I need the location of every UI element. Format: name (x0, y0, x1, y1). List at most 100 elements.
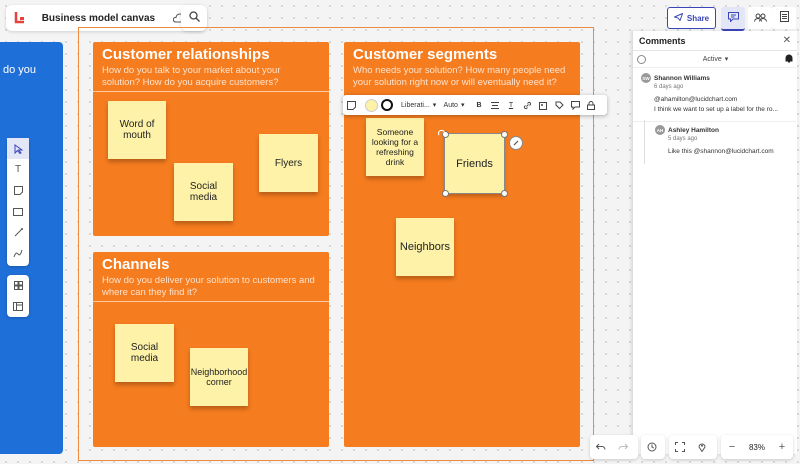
shape-toolbar: T (7, 138, 29, 266)
search-icon (188, 9, 200, 27)
add-comment-icon[interactable] (637, 54, 646, 64)
comment-author-row: SW Shannon Williams (641, 73, 710, 83)
avatar: AH (655, 125, 665, 135)
blue-panel-text: do you (3, 64, 37, 76)
font-size-value: Auto (443, 101, 458, 109)
collaborators-button[interactable] (748, 7, 772, 29)
comment-text: I think we want to set up a label for th… (654, 106, 778, 113)
undo-redo-bar (590, 435, 638, 459)
send-icon (672, 12, 684, 23)
font-family-value: Liberati... (401, 101, 430, 109)
section-title: Channels (102, 256, 170, 273)
undo-icon[interactable] (590, 435, 612, 459)
sticky-note-word-of-mouth[interactable]: Word of mouth (108, 101, 166, 159)
section-subtitle: How do you talk to your market about you… (102, 65, 281, 88)
document-icon (779, 9, 789, 27)
align-icon[interactable] (487, 95, 503, 115)
section-divider (93, 91, 329, 92)
section-subtitle: How do you deliver your solution to cust… (102, 275, 315, 298)
notes-panel-button[interactable] (772, 7, 796, 29)
zoom-in-icon[interactable]: + (778, 441, 786, 453)
line-color-swatch[interactable] (379, 95, 395, 115)
comment-icon (727, 9, 739, 27)
comment-icon[interactable] (567, 95, 583, 115)
document-title[interactable]: Business model canvas (41, 12, 156, 24)
comment-date: 6 days ago (654, 84, 684, 90)
zoom-out-icon[interactable]: − (728, 441, 736, 453)
template-icon[interactable] (7, 296, 29, 317)
fill-color-swatch[interactable] (363, 95, 379, 115)
share-label: Share (686, 13, 710, 23)
resize-handle[interactable] (501, 131, 508, 138)
view-controls-bar (669, 435, 717, 459)
section-subtitle: Who needs your solution? How many people… (353, 65, 566, 88)
section-title: Customer relationships (102, 46, 270, 63)
document-bar: Business model canvas (6, 5, 206, 31)
section-title: Customer segments (353, 46, 498, 63)
redo-icon[interactable] (612, 435, 634, 459)
close-icon[interactable]: ✕ (782, 35, 791, 46)
freehand-tool-icon[interactable] (7, 243, 29, 264)
comments-panel: Comments ✕ Active ▾ SW Shannon Williams … (632, 31, 797, 454)
add-image-icon[interactable] (535, 95, 551, 115)
fit-to-screen-icon[interactable] (669, 435, 691, 459)
comment-text: Like this @shannon@lucidchart.com (668, 148, 774, 155)
lucid-logo-icon[interactable] (12, 9, 28, 27)
chevron-down-icon: ▾ (432, 102, 437, 109)
sticky-note-social-media[interactable]: Social media (115, 324, 174, 382)
people-icon (753, 9, 767, 27)
zoom-level[interactable]: 83% (748, 442, 765, 452)
history-bar (641, 435, 665, 459)
avatar: SW (641, 73, 651, 83)
text-tool-icon[interactable]: T (14, 164, 22, 175)
comment-author: Shannon Williams (654, 74, 710, 82)
rectangle-tool-icon[interactable] (7, 201, 29, 222)
sticky-note-neighbors[interactable]: Neighbors (396, 218, 454, 276)
zoom-bar: − 83% + (721, 435, 793, 459)
search-button[interactable] (181, 5, 207, 31)
location-pin-icon[interactable] (691, 435, 713, 459)
sticky-note-social-media[interactable]: Social media (174, 163, 233, 221)
sticky-note-flyers[interactable]: Flyers (259, 134, 318, 192)
rotate-icon[interactable] (437, 125, 446, 143)
history-icon[interactable] (641, 435, 663, 459)
comment-author: Ashley Hamilton (668, 126, 719, 134)
format-toolbar: Liberati... ▾ Auto ▾ B T (343, 95, 607, 115)
comments-header: Comments ✕ (633, 31, 797, 51)
edit-pencil-icon[interactable] (509, 136, 523, 150)
font-family-dropdown[interactable]: Liberati... ▾ (401, 95, 441, 115)
shape-library-icon[interactable] (7, 275, 29, 296)
resize-handle[interactable] (501, 190, 508, 197)
chevron-down-icon: ▾ (724, 56, 729, 63)
comments-filter-row: Active ▾ (633, 51, 797, 68)
sticky-note-refreshing-drink[interactable]: Someone looking for a refreshing drink (366, 118, 424, 176)
share-button[interactable]: Share (667, 7, 716, 29)
comment-reply-item[interactable]: AH Ashley Hamilton 5 days ago Like this … (644, 120, 789, 164)
canvas-frame (78, 27, 594, 461)
chevron-down-icon: ▾ (460, 102, 465, 109)
bold-icon[interactable]: B (476, 101, 482, 109)
shape-toolbar-secondary (7, 275, 29, 317)
line-tool-icon[interactable] (7, 222, 29, 243)
filter-dropdown[interactable]: Active ▾ (702, 55, 729, 64)
tag-icon[interactable] (551, 95, 567, 115)
comment-thread-item[interactable]: SW Shannon Williams 6 days ago @ahamilto… (633, 67, 796, 122)
shape-options-icon[interactable] (343, 95, 359, 115)
comments-title: Comments (639, 35, 686, 46)
sticky-note-friends[interactable]: Friends (444, 133, 505, 194)
filter-value: Active (702, 55, 722, 63)
notification-bell-icon[interactable] (785, 54, 793, 65)
font-size-dropdown[interactable]: Auto ▾ (441, 95, 467, 115)
resize-handle[interactable] (442, 190, 449, 197)
sticky-note-tool-icon[interactable] (7, 180, 29, 201)
section-divider (93, 301, 329, 302)
comment-date: 5 days ago (668, 136, 698, 142)
sticky-note-neighborhood-corner[interactable]: Neighborhood corner (190, 348, 248, 406)
lock-icon[interactable] (583, 95, 599, 115)
comment-author-row: AH Ashley Hamilton (655, 125, 719, 135)
comments-panel-button[interactable] (721, 7, 745, 31)
select-tool-icon[interactable] (7, 138, 29, 159)
comment-mention: @ahamilton@lucidchart.com (654, 96, 738, 103)
link-icon[interactable] (519, 95, 535, 115)
text-color-icon[interactable]: T (508, 101, 514, 109)
